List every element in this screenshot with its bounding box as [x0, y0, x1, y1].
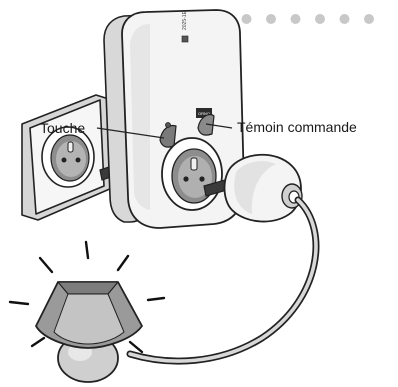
touche-button — [159, 124, 177, 148]
timer-device: 2025-1E ORNO — [103, 9, 245, 229]
decorative-dot — [266, 14, 276, 24]
led-dot — [165, 122, 171, 128]
device-socket-hole-right — [199, 176, 205, 182]
decorative-dot — [339, 14, 350, 24]
temoin-label: Témoin commande — [237, 119, 357, 135]
device-side-print: 2025-1E — [182, 10, 188, 30]
touche-label: Touche — [40, 120, 85, 136]
plug-shade — [234, 161, 276, 214]
brand-logo-text: ORNO — [198, 111, 210, 116]
device-socket-inner — [178, 156, 212, 198]
wall-socket-hole-left — [61, 157, 67, 163]
brand-logo — [196, 108, 212, 118]
plug — [223, 153, 303, 223]
decorative-dot — [364, 14, 374, 24]
temoin-callout-line — [205, 123, 233, 129]
device-top-sticker — [181, 35, 189, 43]
lamp-glow-rays — [8, 240, 166, 354]
decorative-dot — [241, 14, 252, 24]
decorative-dot — [290, 14, 301, 24]
power-cable-core — [128, 198, 318, 363]
device-socket-hole-left — [183, 176, 189, 182]
lamp-shade-top — [57, 281, 119, 295]
lamp — [8, 240, 166, 383]
decorative-dot-row — [217, 14, 374, 24]
wall-socket — [21, 94, 113, 221]
touche-callout-line — [96, 127, 165, 139]
decorative-dot — [315, 14, 325, 24]
wall-socket-hole-right — [75, 157, 81, 163]
wall-socket-inner — [56, 141, 86, 177]
lamp-shade-light-face — [53, 293, 125, 345]
device-socket-earth-pin — [190, 157, 198, 171]
device-front-shade — [130, 24, 150, 210]
wall-socket-earth-pin — [67, 141, 74, 153]
